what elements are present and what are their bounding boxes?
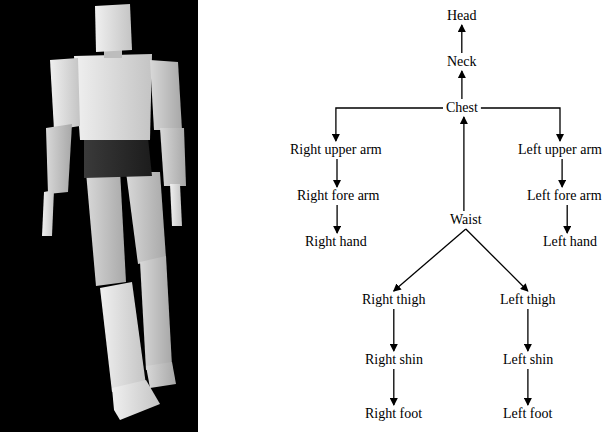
part-name: Right hand bbox=[305, 234, 367, 250]
part-label: Right shin bbox=[363, 352, 425, 368]
hand bbox=[170, 184, 182, 226]
waist bbox=[84, 138, 152, 178]
part-label: Right upper arm bbox=[288, 142, 384, 158]
hierarchy-arrow bbox=[393, 369, 394, 405]
part-name: Right upper arm bbox=[290, 142, 382, 158]
hierarchy-arrow bbox=[336, 205, 337, 233]
part-name: Right foot bbox=[365, 406, 422, 422]
part-name: Chest bbox=[446, 100, 478, 116]
part-name: Right fore arm bbox=[297, 188, 379, 204]
hierarchy-arrow bbox=[463, 117, 464, 211]
part-name: Waist bbox=[450, 212, 482, 228]
hierarchy-arrow bbox=[561, 159, 562, 187]
hierarchy-arrow bbox=[393, 309, 394, 351]
part-label: Left foot bbox=[501, 406, 554, 422]
part-name: Left thigh bbox=[500, 292, 556, 308]
hierarchy-arrow bbox=[336, 108, 443, 141]
part-label: Right hand bbox=[303, 234, 369, 250]
part-label: Left upper arm bbox=[516, 142, 604, 158]
part-label: Right thigh bbox=[360, 292, 427, 308]
robot-figure bbox=[0, 0, 200, 432]
upper-arm bbox=[50, 58, 80, 130]
part-label: Head bbox=[445, 8, 479, 24]
foot bbox=[146, 362, 176, 388]
hierarchy-arrow bbox=[461, 25, 462, 53]
chest bbox=[74, 54, 152, 140]
part-label: Right fore arm bbox=[295, 188, 381, 204]
hierarchy-arrow bbox=[336, 159, 337, 187]
thigh bbox=[86, 170, 126, 286]
photo-ground bbox=[0, 0, 198, 432]
part-label: Right foot bbox=[363, 406, 424, 422]
head bbox=[95, 4, 132, 52]
upper-arm bbox=[150, 60, 182, 130]
part-label: Neck bbox=[445, 54, 479, 70]
part-name: Left foot bbox=[503, 406, 552, 422]
part-label: Left thigh bbox=[498, 292, 558, 308]
part-name: Head bbox=[447, 8, 477, 24]
part-name: Left hand bbox=[543, 234, 597, 250]
part-label: Left hand bbox=[541, 234, 599, 250]
shin bbox=[100, 282, 146, 392]
shin bbox=[140, 256, 172, 370]
hierarchy-arrow bbox=[394, 229, 466, 291]
hierarchy-arrow bbox=[466, 229, 528, 291]
hierarchy-arrow bbox=[481, 108, 560, 141]
part-label: Left shin bbox=[501, 352, 555, 368]
part-name: Left fore arm bbox=[527, 188, 602, 204]
part-label: Chest bbox=[444, 100, 480, 116]
part-label: Waist bbox=[448, 212, 484, 228]
part-label: Left fore arm bbox=[525, 188, 604, 204]
hierarchy-arrow bbox=[461, 71, 462, 99]
fore-arm bbox=[160, 128, 186, 186]
hierarchy-arrow bbox=[527, 369, 528, 405]
part-name: Right shin bbox=[365, 352, 423, 368]
thigh bbox=[126, 172, 166, 264]
part-name: Neck bbox=[447, 54, 477, 70]
part-name: Right thigh bbox=[362, 292, 425, 308]
hierarchy-arrow bbox=[527, 309, 528, 351]
hierarchy-arrow bbox=[567, 205, 568, 233]
part-name: Left upper arm bbox=[518, 142, 602, 158]
hand bbox=[42, 190, 54, 236]
fore-arm bbox=[46, 124, 72, 194]
part-name: Left shin bbox=[503, 352, 553, 368]
